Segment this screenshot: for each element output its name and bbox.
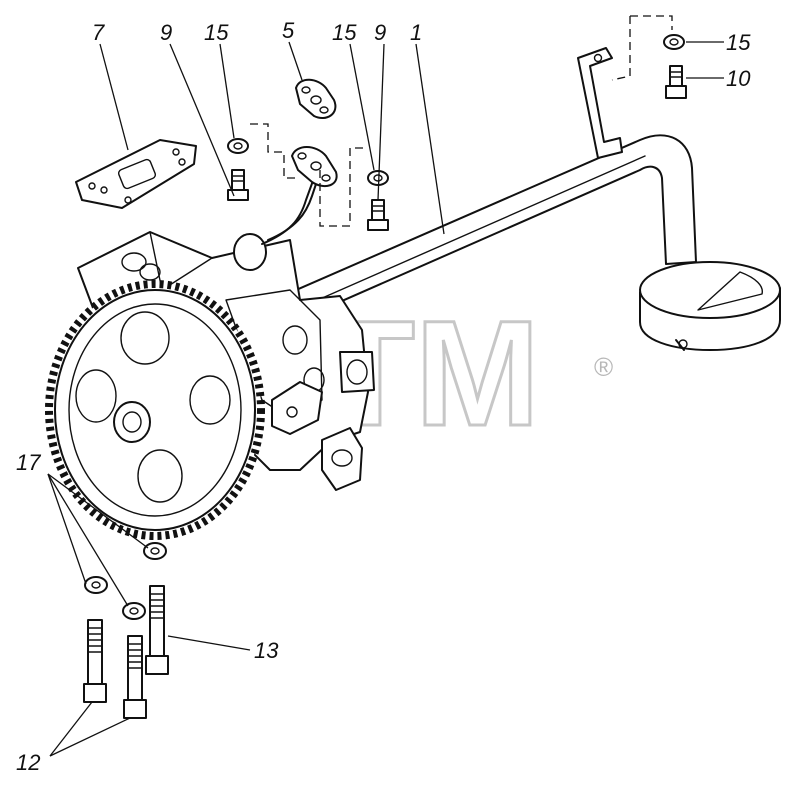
callout-labels: 7 9 15 5 15 9 1 15 10 17 13 12 bbox=[16, 18, 751, 775]
watermark-registered-mark: ® bbox=[594, 352, 613, 382]
washer-17-b bbox=[84, 576, 108, 594]
callout-5: 5 bbox=[282, 18, 295, 43]
gasket-5 bbox=[295, 78, 337, 119]
callout-9-right: 9 bbox=[374, 20, 386, 45]
callout-15-mid: 15 bbox=[332, 20, 357, 45]
oil-strainer bbox=[639, 261, 781, 351]
bolt-10 bbox=[665, 65, 687, 99]
callout-15-left: 15 bbox=[204, 20, 229, 45]
bolt-9-left bbox=[227, 169, 249, 201]
leader-lines bbox=[47, 41, 724, 757]
washer-15-right bbox=[367, 170, 389, 186]
bolt-13 bbox=[145, 585, 169, 675]
bolt-12-right bbox=[123, 635, 147, 719]
washer-15-left bbox=[227, 138, 249, 154]
callout-13: 13 bbox=[254, 638, 279, 663]
callout-9-left: 9 bbox=[160, 20, 172, 45]
oil-line-tube bbox=[261, 177, 319, 245]
callout-15-bracket: 15 bbox=[726, 30, 751, 55]
pipe-bracket bbox=[577, 47, 623, 159]
bolt-12-left bbox=[83, 619, 107, 703]
bolt-9-right bbox=[367, 199, 389, 231]
callout-7: 7 bbox=[92, 20, 105, 45]
washer-15-bracket bbox=[663, 34, 685, 50]
gasket-7 bbox=[75, 139, 197, 209]
washer-17-a bbox=[143, 542, 167, 560]
callout-1: 1 bbox=[410, 20, 422, 45]
drive-gear bbox=[45, 280, 265, 540]
callout-17: 17 bbox=[16, 450, 41, 475]
outlet-flange bbox=[291, 146, 338, 188]
assembly-dashed-lines bbox=[250, 15, 673, 227]
washer-17-c bbox=[122, 602, 146, 620]
callout-10: 10 bbox=[726, 66, 751, 91]
callout-12: 12 bbox=[16, 750, 40, 775]
